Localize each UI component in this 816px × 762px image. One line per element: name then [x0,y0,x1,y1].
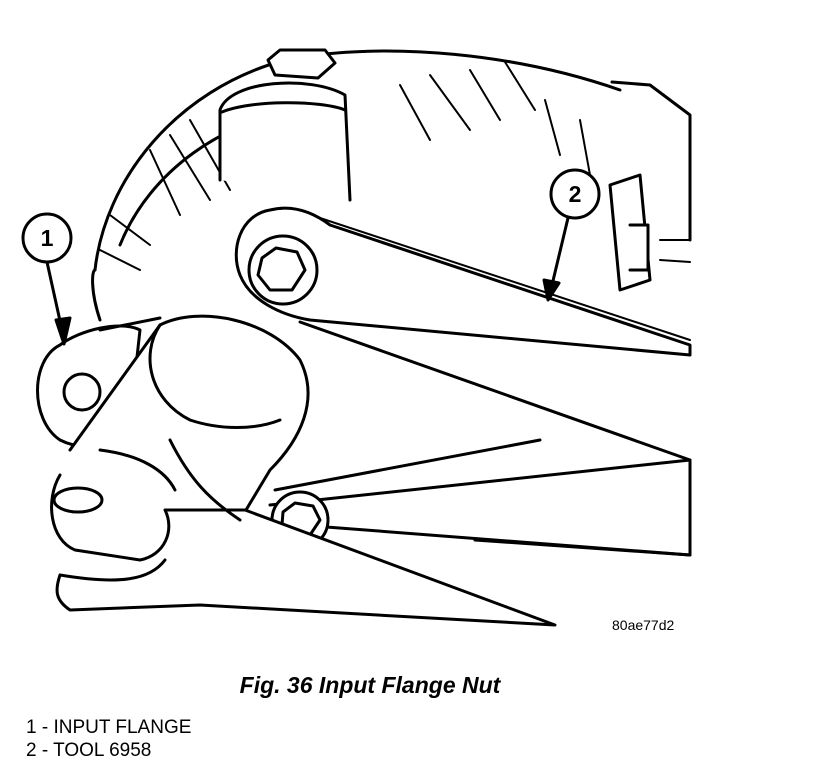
tool-pivot-bolt [247,234,319,306]
figure-id-code: 80ae77d2 [612,617,675,633]
legend-item-2: 2 - TOOL 6958 [26,740,152,761]
upper-boss [218,81,352,202]
top-bolt [266,48,337,80]
callout-2 [542,168,601,302]
figure-caption: Fig. 36 Input Flange Nut [239,672,501,698]
technical-illustration: 1 2 80ae77d2 [21,48,692,633]
callout-2-label: 2 [569,181,582,207]
callout-1-label: 1 [41,225,54,251]
callout-1 [21,212,73,346]
right-bracket [608,173,691,292]
tool-6958-upper-arm [234,206,692,462]
tool-lower-handle [50,438,557,627]
tool-6958-lower-arm [268,438,692,557]
legend-item-1: 1 - INPUT FLANGE [26,717,192,738]
tool-handle-cylinder [68,314,310,522]
